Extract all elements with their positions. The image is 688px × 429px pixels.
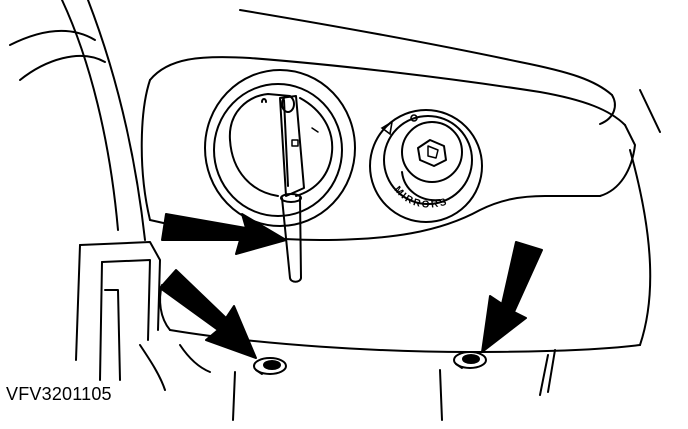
- lower-edges: [179, 344, 556, 421]
- a-pillar-trim: [9, 0, 146, 241]
- circle-marker: [410, 114, 418, 122]
- mirror-switch: [369, 109, 483, 223]
- triangle-marker: [380, 120, 394, 136]
- instrument-panel-bezel: [140, 56, 636, 241]
- headlamp-switch: [204, 69, 356, 283]
- dashboard-top-edge: [239, 9, 661, 133]
- fastener-right: [453, 351, 487, 369]
- arrow-callout-icon: [481, 241, 543, 353]
- arrow-callout-icon: [159, 269, 257, 359]
- fastener-left: [253, 357, 287, 375]
- figure-reference-code: VFV3201105: [6, 384, 112, 404]
- knee-bolster: [75, 241, 166, 391]
- arrow-callout-icon: [161, 213, 287, 255]
